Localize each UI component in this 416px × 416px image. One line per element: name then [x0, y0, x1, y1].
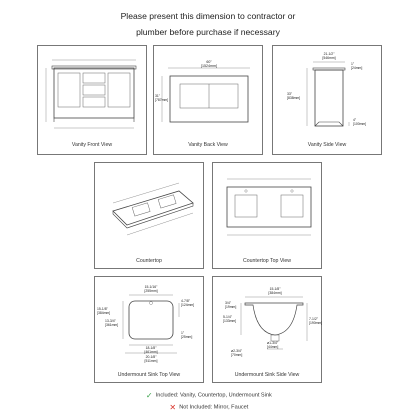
back-width-mm-label: [1524mm]: [201, 64, 217, 68]
back-height-mm-label: [787mm]: [155, 98, 169, 102]
panel-countertop-top-view: Countertop Top View: [212, 162, 322, 269]
not-included-text: Not Included: Mirror, Faucet: [179, 404, 249, 411]
panel-side-view: 21-1/2" [546mm] 1" [24mm] 33" [838mm] 4"…: [272, 45, 382, 155]
back-width-label: 60": [206, 60, 212, 64]
sink-side-drawing: [240, 296, 308, 350]
panel-front-view: Vanity Front View: [37, 45, 147, 155]
side-toe-mm-label: [100mm]: [353, 122, 367, 126]
countertop-drawing: [112, 182, 194, 236]
sink-side-d-mm-label: [44mm]: [267, 345, 279, 349]
not-included-row: ✕ Not Included: Mirror, Faucet: [0, 403, 416, 412]
sink-height-2-label: 13-3/4": [105, 319, 116, 323]
back-height-label: 31": [155, 94, 160, 98]
header-line-1: Please present this dimension to contrac…: [120, 11, 296, 21]
sink-radius-mm-label: [124mm]: [181, 303, 195, 307]
back-view-caption: Vanity Back View: [188, 142, 228, 148]
sink-side-e-label: ø2-3/4": [231, 349, 243, 353]
sink-side-e-mm-label: [70mm]: [231, 353, 243, 357]
sink-side-c-label: 7-1/2": [309, 317, 318, 321]
sink-side-a-label: 3/4": [225, 301, 231, 305]
back-view-drawing: [161, 67, 250, 123]
sink-width-2-mm-label: [461mm]: [144, 350, 158, 354]
sink-side-c-mm-label: [190mm]: [309, 321, 323, 325]
sink-one-inch-mm-label: [25mm]: [181, 335, 193, 339]
cross-icon: ✕: [169, 403, 177, 412]
countertop-top-drawing: [226, 178, 312, 236]
front-view-caption: Vanity Front View: [71, 142, 113, 148]
sink-top-drawing: [122, 294, 180, 354]
sink-height-2-mm-label: [361mm]: [105, 323, 119, 327]
panel-sink-side-view: 15-1/8" [384mm] 3/4" [19mm] 5-1/4" [133m…: [212, 276, 322, 383]
side-lip-label: 1": [351, 62, 355, 66]
front-view-drawing: [45, 59, 137, 129]
sink-side-a-mm-label: [19mm]: [225, 305, 237, 309]
panel-sink-top-view: 15-1/16" [255mm] 15-1/8" [384mm] 13-3/4"…: [94, 276, 204, 383]
sink-side-caption: Undermount Sink Side View: [234, 372, 300, 378]
sink-height-1-label: 15-1/8": [97, 307, 108, 311]
sink-width-2-label: 18-1/8": [145, 346, 157, 350]
panel-countertop: Countertop: [94, 162, 204, 269]
header-line-2: plumber before purchase if necessary: [136, 27, 280, 37]
included-row: ✓ Included: Vanity, Countertop, Undermou…: [0, 391, 416, 400]
countertop-top-caption: Countertop Top View: [243, 258, 291, 264]
header-text: Please present this dimension to contrac…: [0, 8, 416, 40]
sink-side-b-mm-label: [133mm]: [223, 319, 237, 323]
sink-width-1-label: 15-1/16": [144, 285, 158, 289]
side-height-label: 33": [287, 92, 292, 96]
sink-side-top-mm-label: [384mm]: [268, 291, 282, 295]
sink-width-1-mm-label: [255mm]: [144, 289, 158, 293]
sink-top-caption: Undermount Sink Top View: [117, 372, 181, 378]
countertop-caption: Countertop: [136, 258, 162, 264]
sink-side-b-label: 5-1/4": [223, 315, 232, 319]
sink-one-inch-label: 1": [181, 331, 185, 335]
side-top-label: 21-1/2": [323, 52, 335, 56]
sink-side-top-label: 15-1/8": [269, 287, 281, 291]
side-height-mm-label: [838mm]: [287, 96, 301, 100]
sink-width-3-label: 20-1/8": [145, 355, 157, 359]
included-text: Included: Vanity, Countertop, Undermount…: [155, 392, 272, 399]
side-lip-mm-label: [24mm]: [351, 66, 363, 70]
sink-side-d-label: ø1-3/4": [267, 341, 279, 345]
side-toe-label: 4": [353, 118, 357, 122]
sink-height-1-mm-label: [384mm]: [97, 311, 111, 315]
sink-width-3-mm-label: [511mm]: [144, 359, 158, 363]
side-top-mm-label: [546mm]: [322, 56, 336, 60]
check-icon: ✓: [145, 391, 153, 400]
side-view-drawing: [306, 61, 350, 127]
side-view-caption: Vanity Side View: [307, 142, 347, 148]
sink-radius-label: 4-7/8": [181, 299, 190, 303]
panel-back-view: 60" [1524mm] 31" [787mm] Vanity Back Vie…: [153, 45, 263, 155]
